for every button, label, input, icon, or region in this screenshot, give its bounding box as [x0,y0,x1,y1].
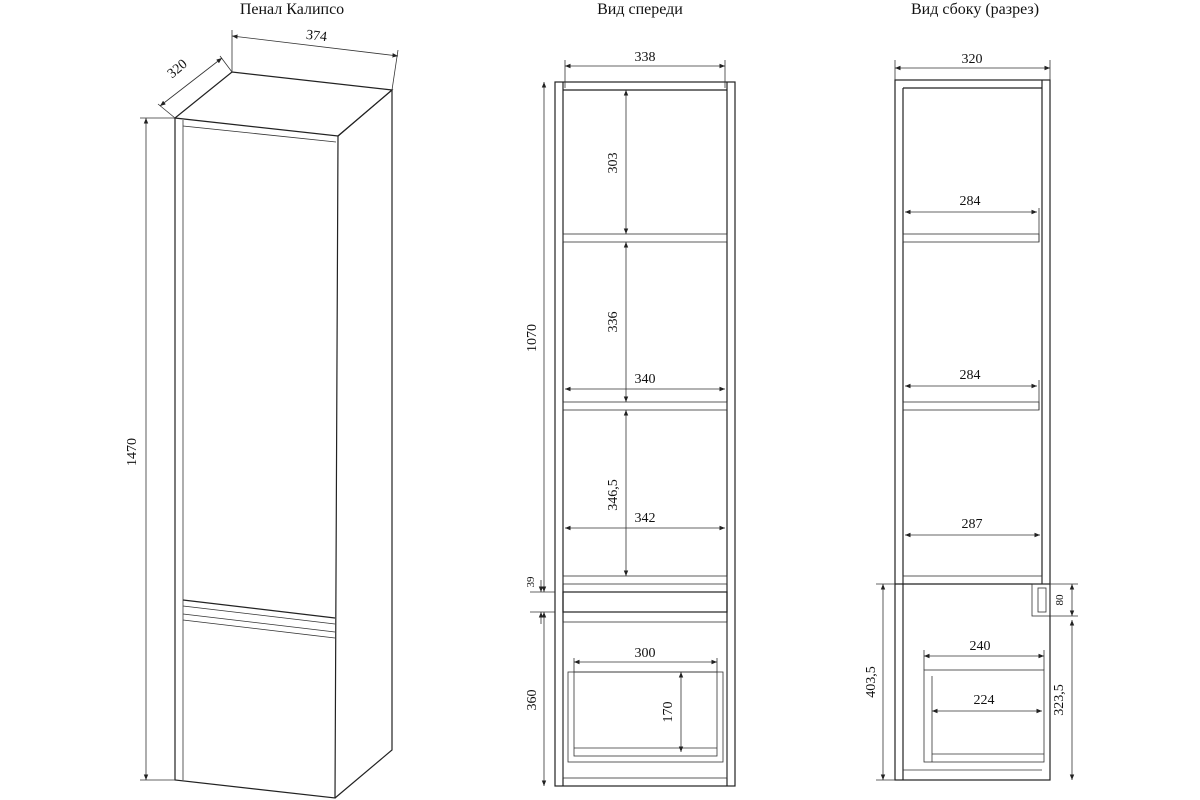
dim-front-shelf-1: 303 [606,153,621,174]
front-view: 338 1070 303 336 346,5 340 342 39 360 30… [525,50,736,787]
dim-side-shelf-287: 287 [962,517,983,532]
dim-side-shelf-a: 284 [960,194,981,209]
side-view: 320 284 284 287 403,5 80 323,5 240 224 [864,52,1078,781]
dim-front-lower-height: 360 [525,690,540,711]
dim-side-drawer-bottom: 224 [974,693,995,708]
dim-side-shelf-b: 284 [960,368,981,383]
dim-front-drawer-height: 170 [661,702,676,723]
title-side-view: Вид сбоку (разрез) [911,1,1039,18]
dim-front-drawer-width: 300 [635,646,656,661]
dim-front-width: 338 [635,50,656,65]
dim-side-drawer-height: 323,5 [1052,684,1067,716]
dim-iso-depth: 320 [165,57,191,82]
title-front-view: Вид спереди [597,1,683,18]
dim-front-inner-342: 342 [635,511,656,526]
dim-front-shelf-3: 346,5 [606,479,621,511]
dim-side-width: 320 [962,52,983,67]
dim-front-shelf-2: 336 [606,312,621,333]
dim-front-inner-340: 340 [635,372,656,387]
dim-side-notch: 80 [1054,594,1066,606]
title-cabinet: Пенал Калипсо [240,1,344,18]
dim-iso-width: 374 [305,28,328,45]
dim-front-upper-height: 1070 [525,324,540,352]
dim-iso-height: 1470 [125,438,140,466]
dim-side-lower-height: 403,5 [864,666,879,698]
dim-front-gap: 39 [525,576,537,588]
dim-side-drawer-inner: 240 [970,639,991,654]
isometric-cabinet: 374 320 1470 [125,28,399,799]
